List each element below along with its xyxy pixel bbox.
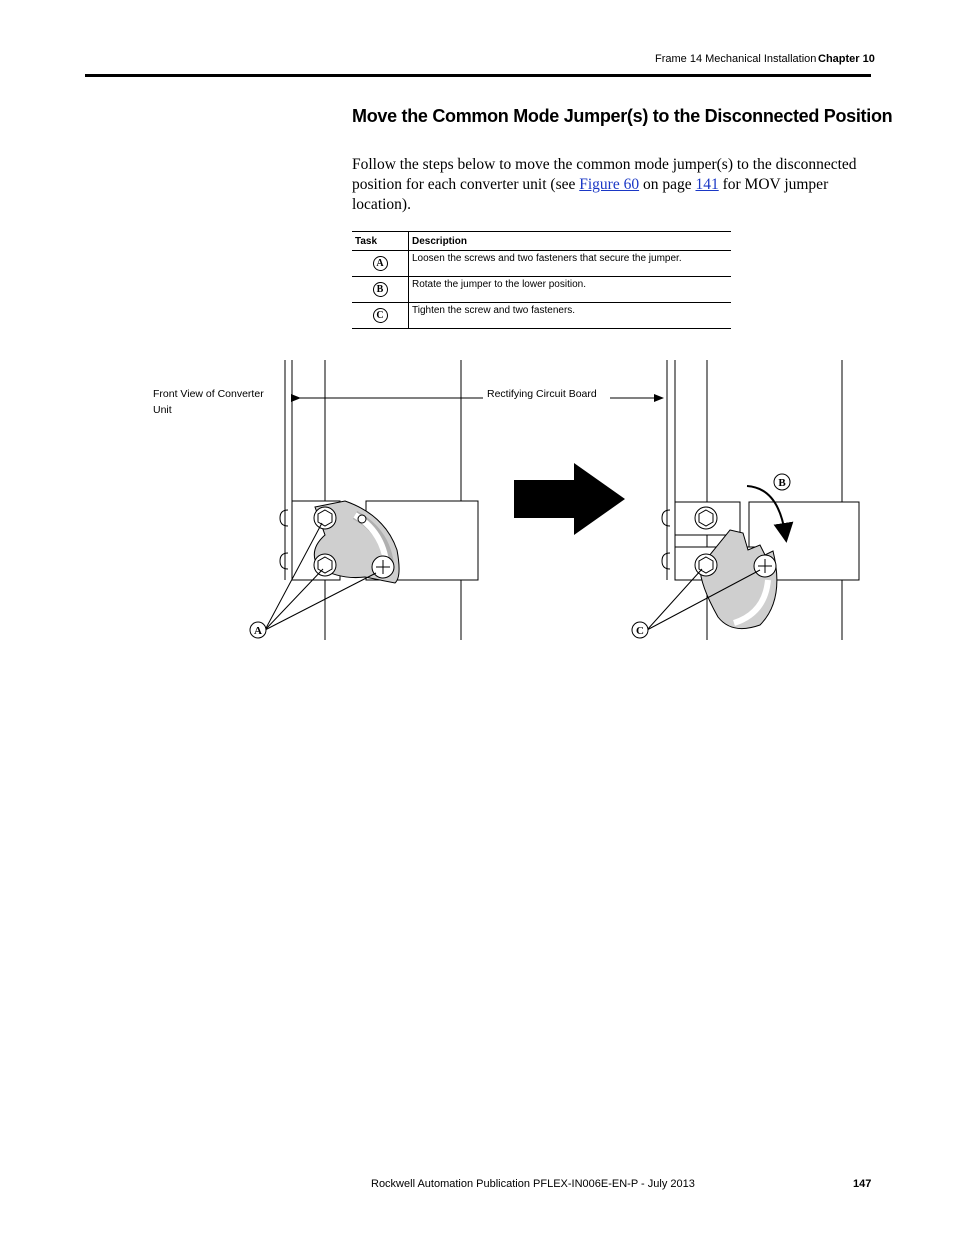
- header-rule: [85, 74, 871, 77]
- callout-b: B: [778, 477, 786, 489]
- description-cell: Tighten the screw and two fasteners.: [408, 302, 731, 329]
- task-badge-c: C: [372, 308, 388, 323]
- label-rectifying-board: Rectifying Circuit Board: [487, 388, 597, 400]
- description-cell: Rotate the jumper to the lower position.: [408, 276, 731, 303]
- table-row: B Rotate the jumper to the lower positio…: [352, 276, 731, 303]
- intro-text-before: Follow the steps below to move the commo…: [352, 156, 857, 193]
- footer-page-number: 147: [853, 1178, 872, 1190]
- task-badge-a: A: [372, 256, 388, 271]
- callout-a-circle: [249, 621, 267, 639]
- table-row: A Loosen the screws and two fasteners th…: [352, 250, 731, 277]
- intro-text-middle: on page: [639, 176, 696, 193]
- jumper-diagram: Front View of Converter Unit Rectifying …: [153, 360, 860, 640]
- footer-publication: Rockwell Automation Publication PFLEX-IN…: [371, 1178, 695, 1190]
- label-front-view-line2: Unit: [153, 404, 172, 416]
- column-header-task: Task: [352, 231, 409, 251]
- callout-b-circle: [773, 473, 791, 491]
- header-section-title: Frame 14 Mechanical Installation: [655, 53, 817, 65]
- page-link[interactable]: 141: [695, 176, 719, 193]
- column-header-description: Description: [408, 231, 731, 251]
- header-chapter: Chapter 10: [818, 53, 875, 65]
- task-table: Task Description A Loosen the screws and…: [352, 231, 731, 329]
- description-cell: Loosen the screws and two fasteners that…: [408, 250, 731, 277]
- section-title: Move the Common Mode Jumper(s) to the Di…: [352, 106, 893, 126]
- figure-link[interactable]: Figure 60: [579, 176, 640, 193]
- task-cell: A: [352, 250, 409, 277]
- label-front-view-line1: Front View of Converter: [153, 388, 264, 400]
- after-view: [646, 360, 860, 640]
- transition-arrow-icon: [514, 463, 625, 535]
- task-cell: C: [352, 302, 409, 329]
- intro-paragraph: Follow the steps below to move the commo…: [352, 155, 857, 215]
- callout-a: A: [254, 625, 262, 637]
- intro-text-after: for MOV jumper location).: [352, 176, 829, 213]
- task-cell: B: [352, 276, 409, 303]
- table-header-row: Task Description: [352, 231, 731, 251]
- before-view: [264, 360, 479, 640]
- table-row: C Tighten the screw and two fasteners.: [352, 302, 731, 329]
- callout-c: C: [636, 625, 644, 637]
- callout-c-circle: [631, 621, 649, 639]
- task-badge-b: B: [372, 282, 388, 297]
